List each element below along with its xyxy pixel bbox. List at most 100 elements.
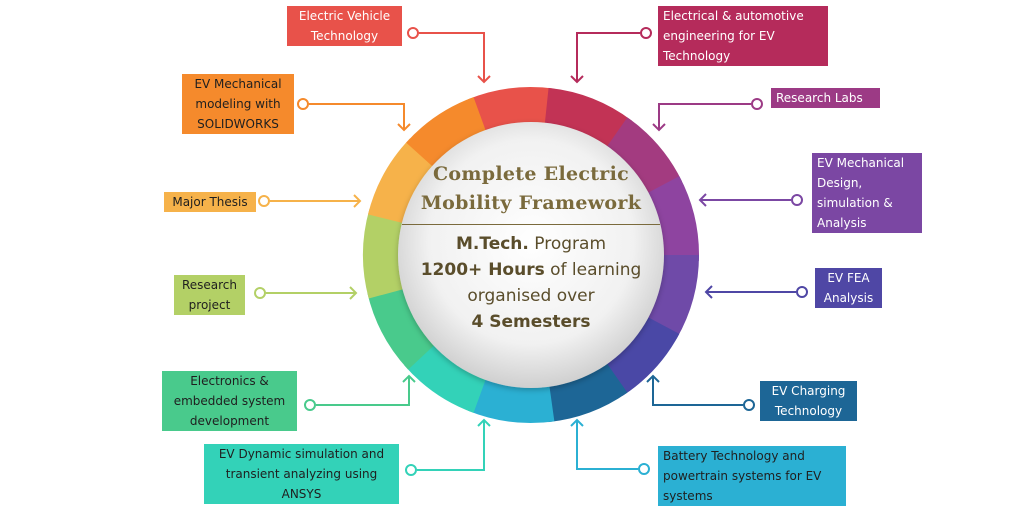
arrowhead-icon	[646, 374, 660, 383]
label-line: project	[188, 298, 231, 312]
arrowhead-icon	[477, 75, 491, 84]
hours-suffix: of learning	[544, 260, 642, 280]
ring-segment	[406, 97, 488, 170]
program-name: M.Tech.	[455, 234, 529, 254]
arrowhead-icon	[349, 286, 358, 300]
label-line: Electrical & automotive	[663, 9, 804, 23]
center-content: Complete Electric Mobility Framework M.T…	[400, 160, 662, 335]
connector-dot-icon	[743, 399, 755, 411]
label-line: Battery Technology and	[663, 449, 805, 463]
label-line: Technology	[663, 49, 731, 63]
semesters-value: 4 Semesters	[471, 312, 591, 332]
center-disc	[398, 122, 664, 388]
arrowhead-icon	[570, 75, 584, 84]
connector	[254, 286, 358, 300]
ring-segment	[644, 176, 699, 261]
connector-dot-icon	[304, 399, 316, 411]
label-line: ANSYS	[281, 487, 322, 501]
ring-segment	[600, 315, 680, 396]
label-line: modeling with	[195, 97, 281, 111]
label-line: Analysis	[823, 291, 874, 305]
label-line: engineering for EV	[663, 29, 775, 43]
connector	[570, 418, 650, 475]
ring-segment	[544, 359, 628, 423]
connector	[297, 98, 411, 132]
connector	[258, 194, 362, 208]
arrowhead-icon	[477, 418, 491, 427]
framework-title-line2: Mobility Framework	[420, 192, 642, 214]
connector	[405, 418, 491, 476]
label-line: Technology	[774, 404, 843, 418]
connector-line	[417, 420, 485, 471]
connector-dot-icon	[751, 98, 763, 110]
ring-segment	[641, 255, 699, 339]
connector-line	[419, 32, 485, 82]
program-suffix: Program	[528, 234, 607, 254]
arrowhead-icon	[570, 418, 584, 427]
label-line: Major Thesis	[172, 195, 248, 209]
connector	[407, 27, 491, 84]
connector	[704, 285, 808, 299]
label-line: EV Mechanical	[817, 156, 905, 170]
program-line: M.Tech. Program	[400, 231, 662, 257]
label-ev-fea: EV FEA Analysis	[815, 268, 882, 308]
ring-segment	[604, 117, 682, 199]
title-divider	[402, 224, 660, 225]
label-line: EV Charging	[771, 384, 846, 398]
ring-segment	[367, 283, 438, 370]
hours-value: 1200+ Hours	[420, 260, 545, 280]
organised-line: organised over	[467, 286, 595, 306]
arrowhead-icon	[402, 374, 416, 383]
connector-dot-icon	[405, 464, 417, 476]
label-line: Design,	[817, 176, 863, 190]
arrowhead-icon	[353, 194, 362, 208]
label-line: Electric Vehicle	[298, 9, 391, 23]
connector-dot-icon	[638, 463, 650, 475]
color-ring	[363, 87, 699, 423]
label-line: EV Mechanical	[194, 77, 282, 91]
connector	[570, 27, 652, 84]
connector-dot-icon	[407, 27, 419, 39]
label-line: Research	[181, 278, 238, 292]
framework-title-line1: Complete Electric	[433, 163, 629, 185]
label-line: Analysis	[817, 216, 867, 230]
connector	[646, 374, 755, 411]
connector	[304, 374, 416, 411]
connector-dot-icon	[791, 194, 803, 206]
hours-line: 1200+ Hours of learning	[400, 257, 662, 283]
label-line: Research Labs	[776, 91, 863, 105]
arrowhead-icon	[704, 285, 713, 299]
label-line: Electronics &	[190, 374, 269, 388]
label-line: embedded system	[173, 394, 286, 408]
label-line: SOLIDWORKS	[197, 117, 279, 131]
ring-segment	[404, 338, 488, 413]
connector-line	[309, 103, 405, 130]
label-line: EV Dynamic simulation and	[218, 447, 385, 461]
connector	[698, 193, 803, 207]
connector-dot-icon	[640, 27, 652, 39]
label-research-project: Research project	[174, 275, 245, 315]
label-line: EV FEA	[827, 271, 870, 285]
ring-segment	[363, 208, 408, 299]
label-line: Technology	[310, 29, 379, 43]
connectors	[254, 27, 808, 476]
label-line: systems	[663, 489, 713, 503]
arrowhead-icon	[698, 193, 707, 207]
connector-line	[316, 376, 410, 406]
connector-dot-icon	[297, 98, 309, 110]
ring-segment	[544, 87, 633, 153]
label-line: development	[189, 414, 270, 428]
connector-line	[658, 103, 751, 130]
connector-dot-icon	[796, 286, 808, 298]
ring-segment	[367, 138, 439, 225]
connector-line	[576, 420, 638, 470]
label-line: transient analyzing using	[225, 467, 378, 481]
connector-line	[652, 376, 743, 406]
connector-dot-icon	[254, 287, 266, 299]
